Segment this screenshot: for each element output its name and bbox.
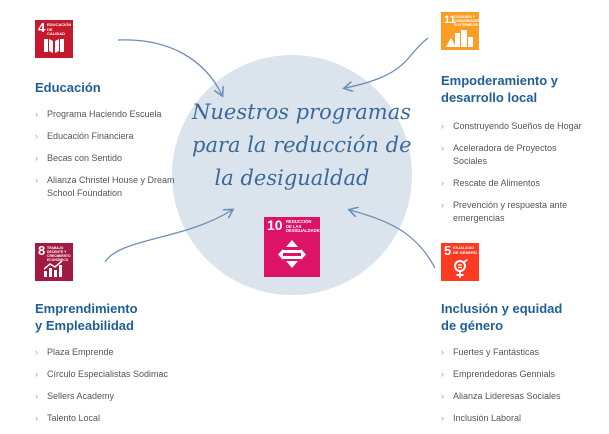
- center-title-line1: Nuestros programas: [192, 100, 412, 124]
- sdg-4-label: EDUCACIÓN DE CALIDAD: [47, 22, 72, 37]
- work-heading-line2: y Empleabilidad: [35, 318, 134, 333]
- sdg-8-label: TRABAJO DECENTE Y CRECIMIENTO ECONÓMICO: [47, 246, 71, 262]
- sdg-10-label: REDUCCIÓN DE LAS DESIGUALDADES: [286, 219, 320, 234]
- book-icon: [44, 39, 64, 53]
- gender-heading: Inclusión y equidad de género: [441, 300, 562, 334]
- list-item: Programa Haciendo Escuela: [35, 108, 175, 121]
- work-list: Plaza Emprende Círculo Especialistas Sod…: [35, 346, 205, 434]
- local-heading-line2: desarrollo local: [441, 90, 538, 105]
- list-item: Círculo Especialistas Sodimac: [35, 368, 205, 381]
- sdg-10-badge: 10 REDUCCIÓN DE LAS DESIGUALDADES: [264, 217, 320, 277]
- list-item: Prevención y respuesta ante emergencias: [441, 199, 571, 225]
- work-heading-line1: Emprendimiento: [35, 301, 138, 316]
- local-heading: Empoderamiento y desarrollo local: [441, 72, 558, 106]
- gender-equality-icon: [454, 259, 468, 278]
- sdg-8-badge: 8 TRABAJO DECENTE Y CRECIMIENTO ECONÓMIC…: [35, 243, 73, 281]
- center-title: Nuestros programas para la reducción de …: [192, 96, 412, 195]
- arrow-education: [117, 39, 222, 95]
- sdg-5-badge: 5 IGUALDAD DE GÉNERO: [441, 243, 479, 281]
- list-item: Educación Financiera: [35, 130, 175, 143]
- gender-list: Fuertes y Fantásticas Emprendedoras Genn…: [441, 346, 604, 434]
- center-title-line2: para la reducción de: [192, 133, 412, 157]
- arrow-gender: [350, 210, 436, 269]
- sdg-11-label: CIUDADES Y COMUNIDADES SOSTENIBLES: [454, 15, 479, 27]
- gender-heading-line2: de género: [441, 318, 504, 333]
- sdg-10-number: 10: [267, 217, 283, 233]
- sdg-11-badge: 11 CIUDADES Y COMUNIDADES SOSTENIBLES: [441, 12, 479, 50]
- list-item: Aceleradora de Proyectos Sociales: [441, 142, 571, 168]
- education-list: Programa Haciendo Escuela Educación Fina…: [35, 108, 175, 209]
- work-heading: Emprendimiento y Empleabilidad: [35, 300, 138, 334]
- growth-chart-icon: [44, 261, 63, 277]
- sdg-8-number: 8: [38, 243, 46, 258]
- equality-arrows-icon: [278, 240, 306, 268]
- education-heading: Educación: [35, 80, 101, 95]
- local-heading-line1: Empoderamiento y: [441, 73, 559, 88]
- sdg-4-number: 4: [38, 20, 46, 35]
- list-item: Talento Local: [35, 412, 205, 425]
- local-list: Construyendo Sueños de Hogar Aceleradora…: [441, 120, 604, 234]
- list-item: Fuertes y Fantásticas: [441, 346, 604, 359]
- gender-heading-line1: Inclusión y equidad: [441, 301, 563, 316]
- sdg-5-label: IGUALDAD DE GÉNERO: [453, 245, 478, 255]
- city-icon: [446, 30, 473, 47]
- list-item: Inclusión Laboral: [441, 412, 604, 425]
- sdg-5-number: 5: [444, 243, 452, 258]
- sdg-4-badge: 4 EDUCACIÓN DE CALIDAD: [35, 20, 73, 58]
- sdg-11-number: 11: [444, 14, 456, 26]
- list-item: Construyendo Sueños de Hogar: [441, 120, 604, 133]
- list-item: Sellers Academy: [35, 390, 205, 403]
- list-item: Emprendedoras Gennials: [441, 368, 604, 381]
- list-item: Alianza Christel House y Dream School Fo…: [35, 174, 175, 200]
- arrow-local: [345, 37, 429, 88]
- center-title-line3: la desigualdad: [214, 166, 370, 190]
- list-item: Becas con Sentido: [35, 152, 175, 165]
- list-item: Alianza Lideresas Sociales: [441, 390, 604, 403]
- list-item: Plaza Emprende: [35, 346, 205, 359]
- list-item: Rescate de Alimentos: [441, 177, 604, 190]
- arrow-work: [104, 210, 232, 263]
